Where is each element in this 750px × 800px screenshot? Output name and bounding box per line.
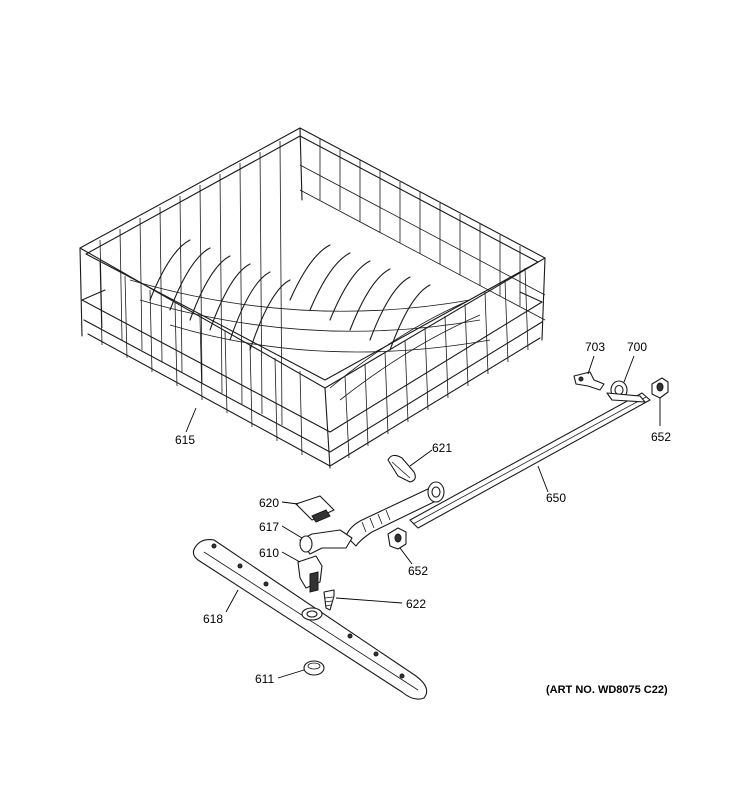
label-621[interactable]: 621 [432,441,452,455]
label-620[interactable]: 620 [259,496,279,510]
label-617[interactable]: 617 [259,520,279,534]
art-number: (ART NO. WD8075 C22) [546,684,668,696]
cap-part-611[interactable] [303,660,325,676]
end-cap-part-652-left[interactable] [387,527,407,550]
label-700[interactable]: 700 [627,340,647,354]
clip-part-703[interactable] [573,371,605,391]
label-652-left[interactable]: 652 [408,564,428,578]
leader-lines [185,355,661,679]
conduit-tube-650[interactable] [409,392,651,529]
label-611[interactable]: 611 [255,672,274,686]
label-610[interactable]: 610 [259,546,279,560]
clip-part-621[interactable] [387,454,416,483]
spray-arm-618[interactable] [192,539,428,700]
end-cap-part-652-right[interactable] [651,377,669,399]
label-652-right[interactable]: 652 [651,430,671,444]
label-703[interactable]: 703 [585,340,605,354]
feed-hose[interactable] [345,481,445,547]
label-618[interactable]: 618 [203,612,223,626]
elbow-part-617[interactable] [299,529,353,555]
part-labels: 615 621 650 652 700 703 620 617 610 618 … [175,340,671,686]
upper-rack[interactable] [79,127,546,469]
bearing-part-610[interactable] [297,555,323,593]
label-650[interactable]: 650 [546,491,566,505]
label-615[interactable]: 615 [175,433,195,447]
label-622[interactable]: 622 [406,597,426,611]
clip-part-620[interactable] [295,495,335,523]
screw-part-622[interactable] [323,589,335,611]
